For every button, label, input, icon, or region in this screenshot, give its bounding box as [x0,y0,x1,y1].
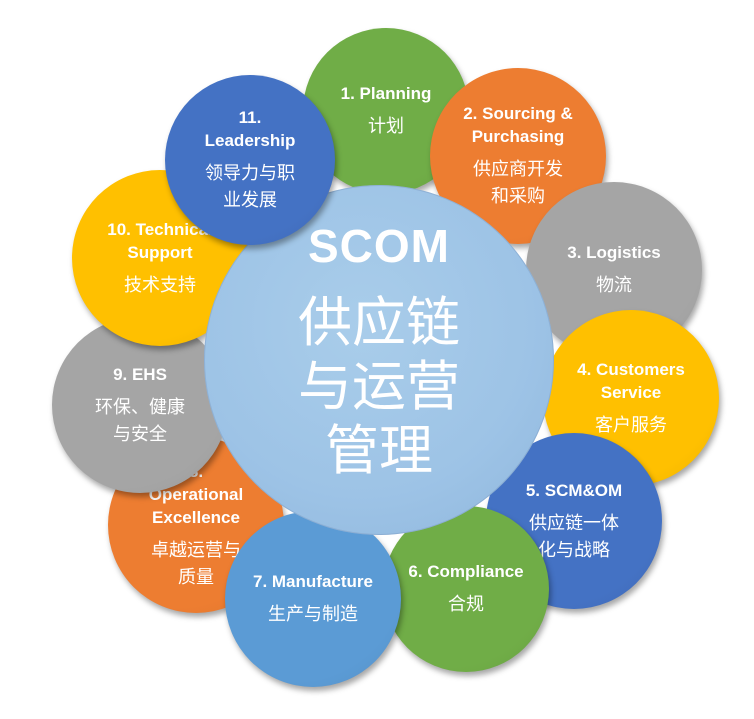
petal-label-en: 2. Sourcing & Purchasing [463,104,573,146]
petal-label-zh: 技术支持 [124,274,196,296]
petal-label-zh: 领导力与职 业发展 [205,163,295,211]
hub-title: SCOM [308,220,450,272]
petal-label-en: 6. Compliance [408,562,524,581]
petal-label-en: 4. Customers Service [577,359,685,402]
petal-label-zh: 合规 [448,594,484,615]
petal-label-en: 1. Planning [340,84,432,103]
petal-label-zh: 计划 [368,116,404,137]
petal-label-zh: 生产与制造 [268,604,358,625]
petal-label-zh: 供应商开发 和采购 [473,159,563,207]
petal-label-en: 9. EHS [113,364,167,384]
petal-planning: 1. Planning 计划 [303,28,469,194]
center-hub: SCOM 供应链 与运营 管理 [204,185,554,535]
petal-label-zh: 环保、健康 与安全 [95,396,185,445]
petal-compliance: 6. Compliance 合规 [383,506,549,672]
hub-subtitle: 供应链 与运营 管理 [298,291,460,482]
petal-label-zh: 物流 [596,275,632,296]
petal-customers-service: 4. Customers Service 客户服务 [543,310,719,486]
petal-scm-om: 5. SCM&OM 供应链一体 化与战略 [486,433,662,609]
petal-label-en: 5. SCM&OM [525,480,623,500]
petal-label-en: 8. Operational Excellence [148,462,244,527]
petal-leadership: 11. Leadership 领导力与职 业发展 [165,75,335,245]
petal-label-en: 11. Leadership [204,108,296,150]
petal-manufacture: 7. Manufacture 生产与制造 [225,511,401,687]
petal-ehs: 9. EHS 环保、健康 与安全 [52,317,228,493]
petal-label-en: 3. Logistics [567,243,661,262]
petal-label-zh: 卓越运营与 质量 [151,539,241,588]
petal-label-zh: 供应链一体 化与战略 [529,512,619,561]
petal-label-zh: 客户服务 [595,414,667,436]
petal-label-en: 7. Manufacture [253,572,373,591]
